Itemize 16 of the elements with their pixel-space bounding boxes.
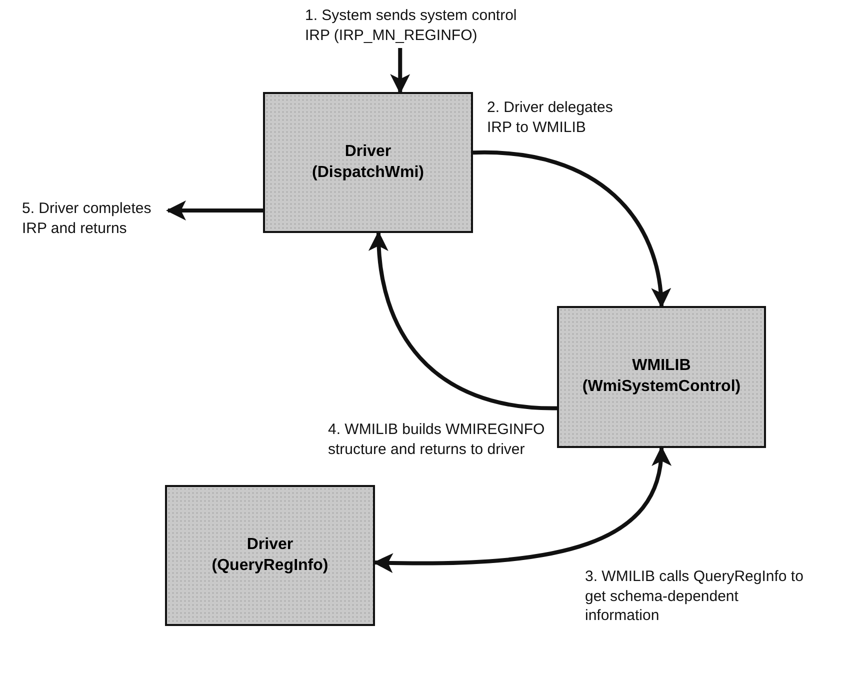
edge-label: 5. Driver completes IRP and returns (22, 199, 152, 238)
arrow (369, 231, 558, 410)
process-box (557, 306, 766, 448)
box-label: WMILIB (WmiSystemControl) (582, 356, 741, 397)
edge-label: 1. System sends system control IRP (IRP_MN_REGINFO) (305, 6, 518, 45)
edge-label: 2. Driver delegates IRP to WMILIB (487, 98, 614, 137)
edge-label: 3. WMILIB calls QueryRegInfo to get schema-dependent information (585, 567, 804, 626)
arrow (472, 150, 670, 308)
arrow (373, 446, 670, 573)
process-box (263, 92, 473, 233)
edge-label: 4. WMILIB builds WMIREGINFO structure and returns to driver (328, 420, 546, 459)
box-label: Driver (QueryRegInfo) (212, 534, 328, 576)
box-label: Driver (DispatchWmi) (312, 142, 424, 182)
arrow (166, 200, 263, 220)
process-box (165, 485, 375, 626)
arrow (390, 48, 410, 94)
